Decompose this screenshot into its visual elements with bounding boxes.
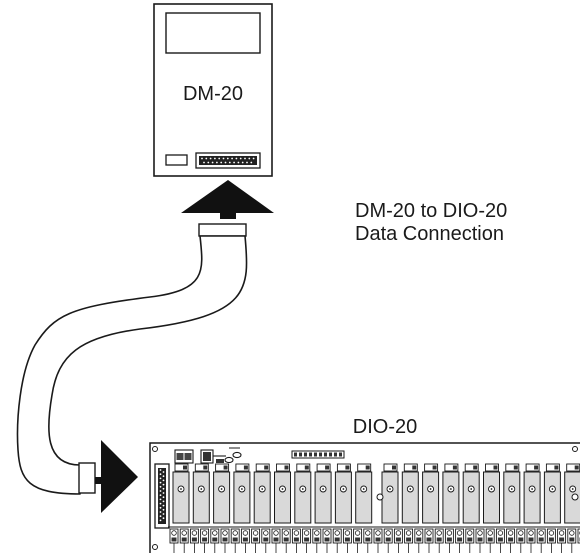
cable-path — [16, 235, 248, 495]
io-module — [543, 463, 561, 524]
io-module — [274, 463, 291, 524]
screw-terminal — [261, 528, 271, 553]
io-module — [503, 463, 521, 524]
io-module — [253, 463, 271, 524]
screw-terminal — [210, 528, 220, 553]
screw-terminal — [455, 528, 465, 553]
screw-terminal — [312, 528, 322, 553]
screw-terminal — [404, 528, 414, 553]
io-module — [462, 463, 480, 524]
dio20-board-outline — [149, 442, 580, 553]
dip-switch-bank — [291, 450, 345, 459]
screw-terminal — [189, 528, 199, 553]
dio20-db25-connector — [154, 463, 170, 529]
screw-terminal — [342, 528, 352, 553]
screw-terminal — [179, 528, 189, 553]
screw-terminal — [526, 528, 536, 553]
io-module — [564, 463, 580, 524]
arrow-up-icon — [181, 180, 274, 219]
screw-terminal — [200, 528, 210, 553]
screw-terminal — [251, 528, 261, 553]
io-module — [483, 463, 500, 524]
mount-hole — [571, 493, 579, 501]
screw-terminal — [169, 528, 179, 553]
screw-terminal — [485, 528, 495, 553]
power-terminal-block — [174, 447, 242, 464]
screw-terminal — [567, 528, 577, 553]
io-module — [294, 463, 312, 524]
io-module — [401, 463, 419, 524]
io-module — [192, 463, 210, 524]
io-module — [381, 463, 399, 524]
screw-terminal — [434, 528, 444, 553]
screw-terminal — [271, 528, 281, 553]
io-module — [523, 463, 541, 524]
screw-terminal — [353, 528, 363, 553]
cable-connector-top — [198, 223, 247, 237]
io-module-row — [172, 463, 580, 524]
screw-terminal — [322, 528, 332, 553]
dm20-display-window — [165, 12, 261, 54]
caption-line-2: Data Connection — [355, 223, 504, 245]
screw-terminal — [230, 528, 240, 553]
screw-terminal — [281, 528, 291, 553]
dio20-label: DIO-20 — [353, 416, 417, 438]
screw-terminal — [383, 528, 393, 553]
io-module — [213, 463, 231, 524]
screw-terminal — [546, 528, 556, 553]
io-module — [355, 463, 373, 524]
screw-terminal — [516, 528, 526, 553]
screw-terminal — [363, 528, 373, 553]
screw-terminal — [495, 528, 505, 553]
dm20-db25-connector — [195, 152, 261, 169]
dio20-board — [149, 442, 580, 553]
screw-terminal — [536, 528, 546, 553]
screw-terminal — [414, 528, 424, 553]
dm20-small-port — [165, 154, 188, 166]
io-module — [233, 463, 251, 524]
screw-terminal — [444, 528, 454, 553]
screw-terminal — [302, 528, 312, 553]
screw-terminal — [475, 528, 485, 553]
mount-hole — [376, 493, 384, 501]
terminal-strip — [168, 526, 580, 553]
dm20-label: DM-20 — [183, 83, 243, 105]
dm20-module: DM-20 — [153, 3, 273, 177]
io-module — [422, 463, 440, 524]
cable-connector-bottom — [78, 462, 96, 494]
caption-line-1: DM-20 to DIO-20 — [355, 200, 507, 222]
screw-terminal — [220, 528, 230, 553]
screw-terminal — [332, 528, 342, 553]
screw-terminal — [393, 528, 403, 553]
screw-terminal — [240, 528, 250, 553]
io-module — [314, 463, 332, 524]
io-module — [334, 463, 352, 524]
screw-terminal — [557, 528, 567, 553]
mount-hole — [572, 446, 578, 452]
mount-hole — [152, 446, 158, 452]
screw-terminal — [291, 528, 301, 553]
mount-hole — [152, 544, 158, 550]
io-module — [442, 463, 460, 524]
io-module — [172, 463, 190, 524]
screw-terminal — [424, 528, 434, 553]
screw-terminal — [465, 528, 475, 553]
screw-terminal — [373, 528, 383, 553]
screw-terminal — [506, 528, 516, 553]
